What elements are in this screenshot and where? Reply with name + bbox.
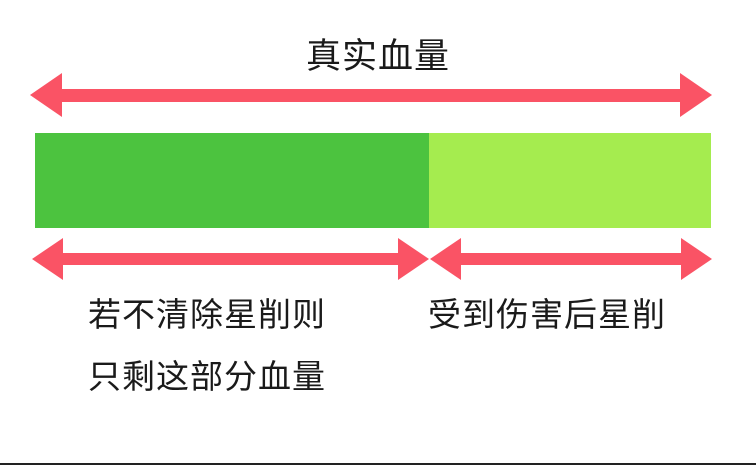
caption-left: 若不清除星削则 只剩这部分血量 bbox=[88, 284, 326, 408]
hp-bar bbox=[35, 133, 711, 228]
hp-bar-segment-star-reduction bbox=[429, 133, 711, 228]
diagram-title: 真实血量 bbox=[305, 37, 450, 77]
caption-left-line-2: 只剩这部分血量 bbox=[88, 357, 326, 396]
hp-bar-segment-remaining bbox=[35, 133, 429, 228]
caption-left-line-1: 若不清除星削则 bbox=[88, 295, 326, 334]
bottom-left-span-arrow bbox=[32, 238, 429, 280]
top-span-arrow bbox=[30, 73, 712, 117]
bottom-divider bbox=[0, 463, 756, 465]
caption-right: 受到伤害后星削 bbox=[428, 284, 666, 346]
bottom-right-span-arrow bbox=[430, 238, 712, 280]
caption-right-line-1: 受到伤害后星削 bbox=[428, 295, 666, 334]
